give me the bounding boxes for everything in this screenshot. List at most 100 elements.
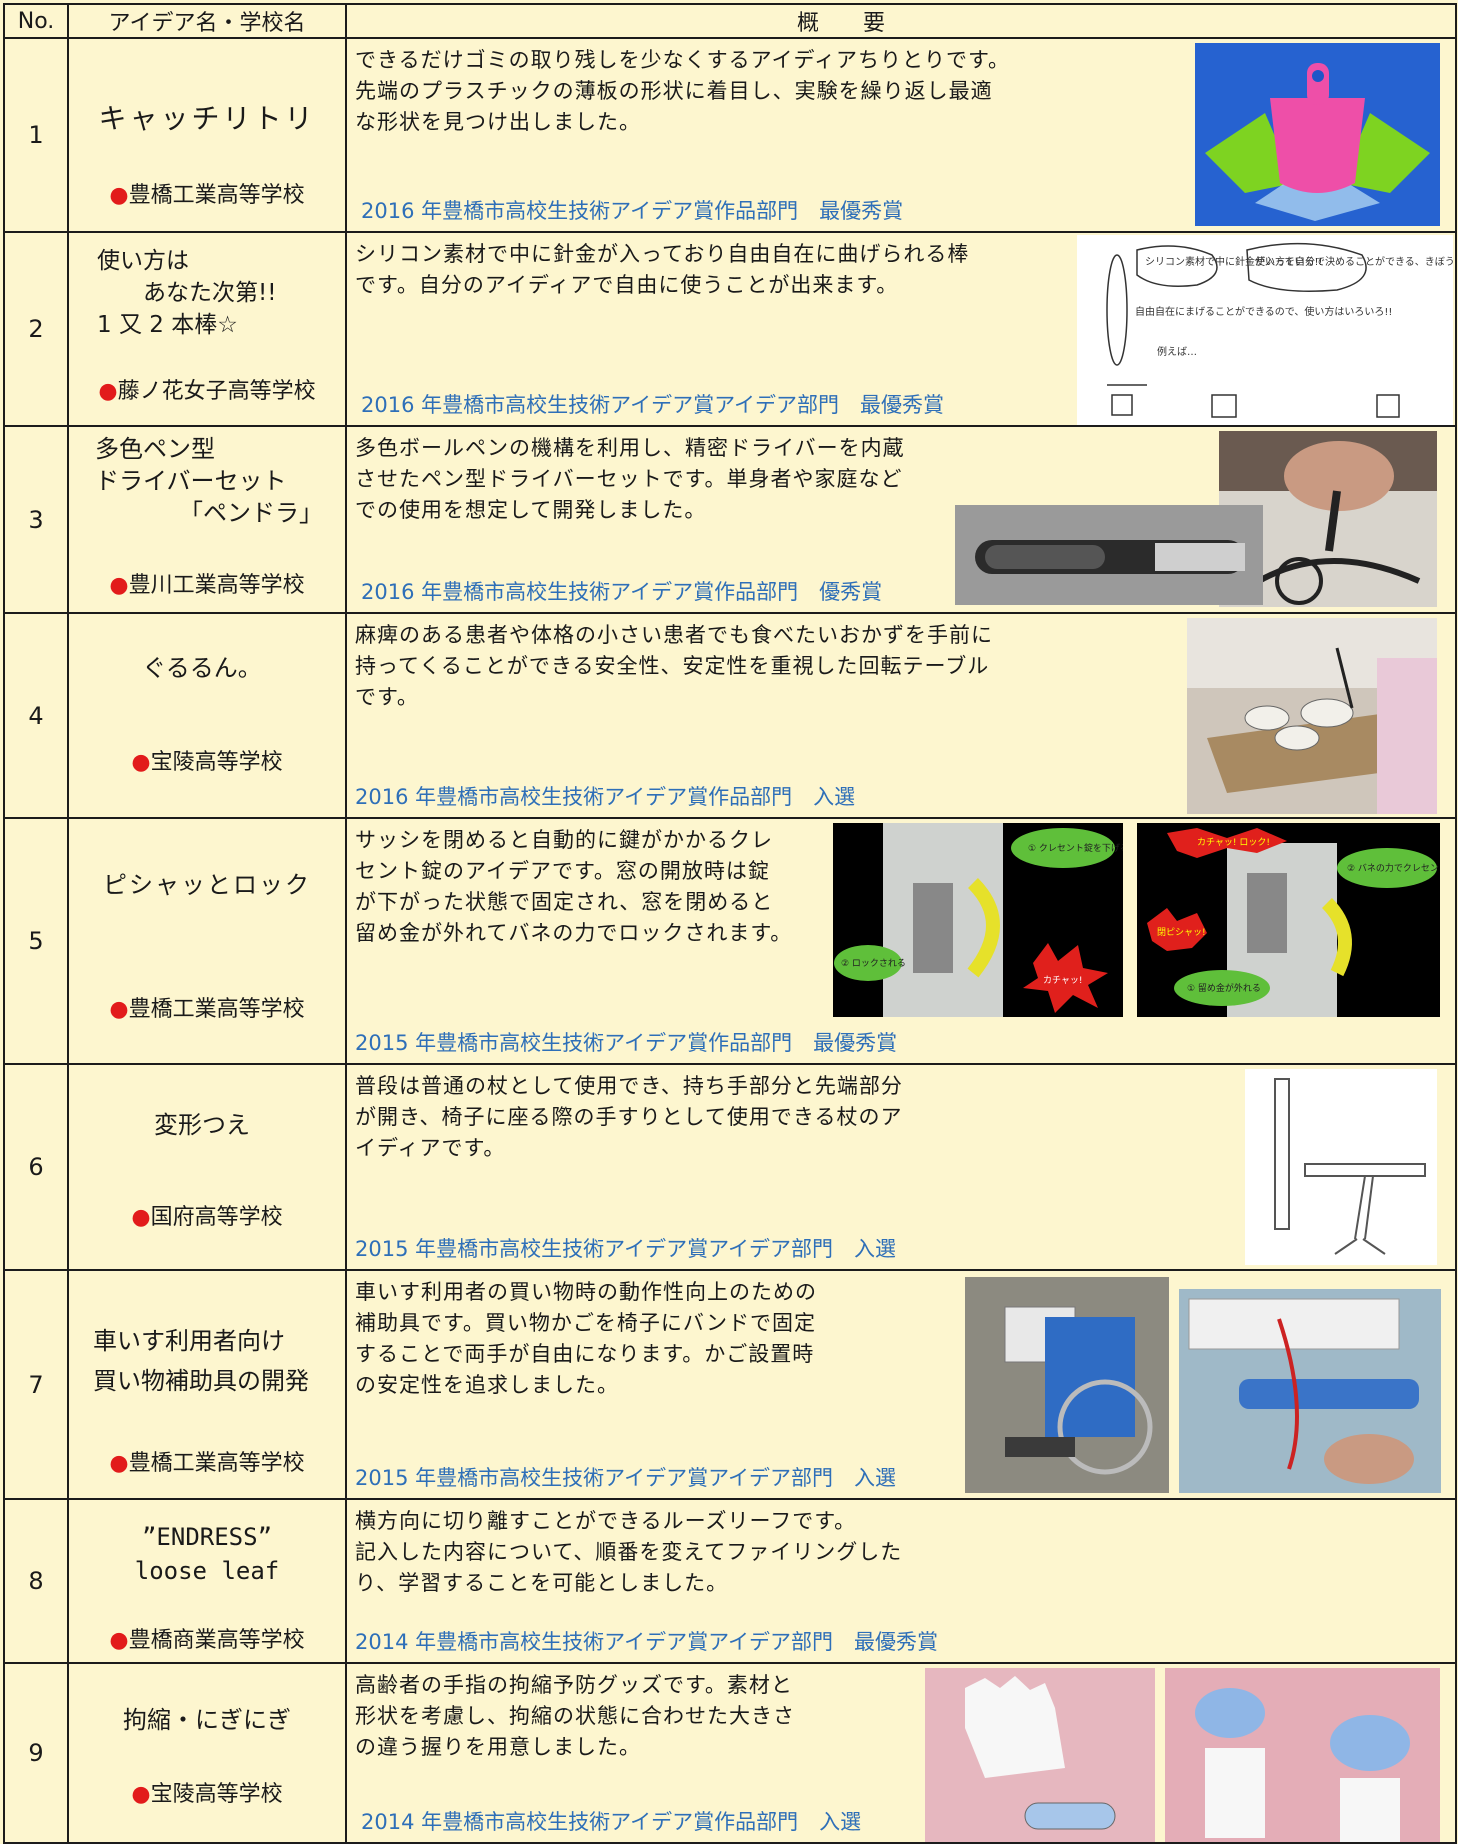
table-row: 7 車いす利用者向け 買い物補助具の開発 ●豊橋工業高等学校 車いす利用者の買い… bbox=[3, 1269, 1457, 1500]
table-row: 2 使い方は あなた次第!! 1 又 2 本棒☆ ●藤ノ花女子高等学校 シリコン… bbox=[3, 231, 1457, 427]
idea-description: シリコン素材で中に針金が入っており自由自在に曲げられる棒 です。自分のアイディア… bbox=[355, 242, 970, 297]
callout-text: ② バネの力でクレセントが上がる bbox=[1347, 862, 1440, 874]
school-name: ●宝陵高等学校 bbox=[131, 1782, 283, 1807]
summary-cell: 高齢者の手指の拘縮予防グッズです。素材と 形状を考慮し、拘縮の状態に合わせた大き… bbox=[345, 1662, 1457, 1844]
callout-text: ① クレセント錠を下げる bbox=[1028, 842, 1123, 854]
idea-name-cell: 使い方は あなた次第!! 1 又 2 本棒☆ ●藤ノ花女子高等学校 bbox=[67, 231, 347, 427]
award-text: 2016 年豊橋市高校生技術アイデア賞作品部門 最優秀賞 bbox=[361, 199, 904, 223]
table-row: 1 キャッチリトリ ●豊橋工業高等学校 できるだけゴミの取り残しを少なくするアイ… bbox=[3, 37, 1457, 233]
table-row: 9 拘縮・にぎにぎ ●宝陵高等学校 高齢者の手指の拘縮予防グッズです。素材と 形… bbox=[3, 1662, 1457, 1844]
award-text: 2014 年豊橋市高校生技術アイデア賞アイデア部門 最優秀賞 bbox=[355, 1630, 939, 1654]
school-name: ●国府高等学校 bbox=[131, 1205, 283, 1230]
idea-title: キャッチリトリ bbox=[98, 102, 316, 135]
sketch-note: 例えば… bbox=[1157, 345, 1197, 358]
award-text: 2016 年豊橋市高校生技術アイデア賞アイデア部門 最優秀賞 bbox=[361, 393, 945, 417]
idea-title: 拘縮・にぎにぎ bbox=[123, 1706, 291, 1734]
award-text: 2015 年豊橋市高校生技術アイデア賞作品部門 最優秀賞 bbox=[355, 1031, 898, 1055]
idea-description: サッシを閉めると自動的に鍵がかかるクレ セント錠のアイデアです。窓の開放時は錠 … bbox=[355, 828, 793, 945]
table-row: 5 ピシャッとロック ●豊橋工業高等学校 サッシを閉めると自動的に鍵がかかるクレ… bbox=[3, 817, 1457, 1065]
idea-name-cell: ぐるるん。 ●宝陵高等学校 bbox=[67, 612, 347, 819]
award-text: 2015 年豊橋市高校生技術アイデア賞アイデア部門 入選 bbox=[355, 1466, 897, 1490]
idea-name-cell: 変形つえ ●国府高等学校 bbox=[67, 1063, 347, 1271]
idea-title: 変形つえ bbox=[154, 1111, 250, 1139]
idea-description: 車いす利用者の買い物時の動作性向上のための 補助具です。買い物かごを椅子にバンド… bbox=[355, 1280, 817, 1397]
callout-text: ② ロックされる bbox=[841, 958, 906, 969]
award-text: 2016 年豊橋市高校生技術アイデア賞作品部門 入選 bbox=[355, 785, 856, 809]
cane-sketch bbox=[1245, 1069, 1437, 1265]
table-row: 8 ”ENDRESS” loose leaf ●豊橋商業高等学校 横方向に切り離… bbox=[3, 1498, 1457, 1664]
idea-description: 普段は普通の杖として使用でき、持ち手部分と先端部分 が開き、椅子に座る際の手すり… bbox=[355, 1074, 903, 1160]
rotating-table-photo bbox=[1187, 618, 1437, 814]
table-row: 4 ぐるるん。 ●宝陵高等学校 麻痺のある患者や体格の小さい患者でも食べたいおか… bbox=[3, 612, 1457, 819]
callout-text: カチャッ! bbox=[1043, 975, 1083, 986]
callout-text: カチャッ! ロック! bbox=[1197, 837, 1270, 848]
idea-name-cell: 多色ペン型 ドライバーセット 「ペンドラ」 ●豊川工業高等学校 bbox=[67, 425, 347, 614]
idea-title: ぐるるん。 bbox=[142, 654, 262, 682]
table-row: 3 多色ペン型 ドライバーセット 「ペンドラ」 ●豊川工業高等学校 多色ボールペ… bbox=[3, 425, 1457, 614]
glove-photo bbox=[925, 1668, 1155, 1841]
idea-name-cell: 拘縮・にぎにぎ ●宝陵高等学校 bbox=[67, 1662, 347, 1844]
school-name: ●豊川工業高等学校 bbox=[109, 573, 305, 598]
award-text: 2014 年豊橋市高校生技術アイデア賞作品部門 入選 bbox=[361, 1810, 862, 1834]
row-number: 4 bbox=[3, 612, 69, 819]
idea-name-cell: 車いす利用者向け 買い物補助具の開発 ●豊橋工業高等学校 bbox=[67, 1269, 347, 1500]
row-number: 5 bbox=[3, 817, 69, 1065]
sketch-note: シリコン素材で中に針金が入っている!! bbox=[1145, 255, 1323, 268]
row-number: 9 bbox=[3, 1662, 69, 1844]
row-number: 8 bbox=[3, 1498, 69, 1664]
idea-title: ピシャッとロック bbox=[103, 871, 311, 899]
summary-cell: 車いす利用者の買い物時の動作性向上のための 補助具です。買い物かごを椅子にバンド… bbox=[345, 1269, 1457, 1500]
summary-cell: 横方向に切り離すことができるルーズリーフです。 記入した内容について、順番を変え… bbox=[345, 1498, 1457, 1664]
school-marker: ● bbox=[109, 183, 129, 208]
basket-mount-photo bbox=[1179, 1289, 1441, 1493]
summary-cell: できるだけゴミの取り残しを少なくするアイディアちりとりです。 先端のプラスチック… bbox=[345, 37, 1457, 233]
idea-title: 多色ペン型 ドライバーセット 「ペンドラ」 bbox=[95, 435, 323, 527]
school-name: ●豊橋工業高等学校 bbox=[109, 1451, 305, 1476]
callout-text: ① 留め金が外れる bbox=[1187, 982, 1261, 994]
table-row: 6 変形つえ ●国府高等学校 普段は普通の杖として使用でき、持ち手部分と先端部分… bbox=[3, 1063, 1457, 1271]
row-number: 1 bbox=[3, 37, 69, 233]
summary-cell: 麻痺のある患者や体格の小さい患者でも食べたいおかずを手前に 持ってくることができ… bbox=[345, 612, 1457, 819]
row-number: 7 bbox=[3, 1269, 69, 1500]
stick-sketch: シリコン素材で中に針金が入っている!! 使い方を自分で決めることができる、きぼう… bbox=[1077, 235, 1453, 424]
row-number: 3 bbox=[3, 425, 69, 614]
summary-cell: サッシを閉めると自動的に鍵がかかるクレ セント錠のアイデアです。窓の開放時は錠 … bbox=[345, 817, 1457, 1065]
pen-driver-photo bbox=[955, 505, 1263, 605]
school-name: ●豊橋工業高等学校 bbox=[109, 997, 305, 1022]
idea-name-cell: ”ENDRESS” loose leaf ●豊橋商業高等学校 bbox=[67, 1498, 347, 1664]
school-name: ●豊橋商業高等学校 bbox=[109, 1628, 305, 1653]
header-summary: 概 要 bbox=[345, 3, 1457, 39]
grip-photo bbox=[1165, 1668, 1440, 1841]
idea-description: 高齢者の手指の拘縮予防グッズです。素材と 形状を考慮し、拘縮の状態に合わせた大き… bbox=[355, 1673, 795, 1759]
row-number: 2 bbox=[3, 231, 69, 427]
idea-name-cell: ピシャッとロック ●豊橋工業高等学校 bbox=[67, 817, 347, 1065]
header-row: No. アイデア名・学校名 概 要 bbox=[3, 3, 1457, 39]
idea-description: できるだけゴミの取り残しを少なくするアイディアちりとりです。 先端のプラスチック… bbox=[355, 48, 1010, 134]
idea-title: ”ENDRESS” loose leaf bbox=[134, 1523, 280, 1585]
callout-text: 閉ピシャッ! bbox=[1157, 927, 1206, 938]
idea-title: 使い方は あなた次第!! 1 又 2 本棒☆ bbox=[97, 248, 277, 338]
school-name: ●豊橋工業高等学校 bbox=[109, 183, 305, 208]
award-text: 2015 年豊橋市高校生技術アイデア賞アイデア部門 入選 bbox=[355, 1237, 897, 1261]
sketch-note: 自由自在にまげることができるので、使い方はいろいろ!! bbox=[1135, 305, 1392, 318]
idea-name-cell: キャッチリトリ ●豊橋工業高等学校 bbox=[67, 37, 347, 233]
lock-closed-diagram: カチャッ! ロック! ② バネの力でクレセントが上がる 閉ピシャッ! ① 留め金… bbox=[1137, 823, 1440, 1017]
idea-award-table: No. アイデア名・学校名 概 要 1 キャッチリトリ ●豊橋工業高等学校 でき… bbox=[3, 3, 1457, 1844]
idea-description: 横方向に切り離すことができるルーズリーフです。 記入した内容について、順番を変え… bbox=[355, 1509, 903, 1595]
row-number: 6 bbox=[3, 1063, 69, 1271]
idea-title: 車いす利用者向け 買い物補助具の開発 bbox=[93, 1327, 309, 1395]
award-text: 2016 年豊橋市高校生技術アイデア賞作品部門 優秀賞 bbox=[361, 580, 883, 604]
dustpan-photo bbox=[1195, 43, 1440, 226]
summary-cell: 普段は普通の杖として使用でき、持ち手部分と先端部分 が開き、椅子に座る際の手すり… bbox=[345, 1063, 1457, 1271]
wheelchair-basket-photo bbox=[965, 1277, 1169, 1493]
idea-description: 多色ボールペンの機構を利用し、精密ドライバーを内蔵 させたペン型ドライバーセット… bbox=[355, 436, 905, 522]
idea-description: 麻痺のある患者や体格の小さい患者でも食べたいおかずを手前に 持ってくることができ… bbox=[355, 623, 993, 709]
summary-cell: 多色ボールペンの機構を利用し、精密ドライバーを内蔵 させたペン型ドライバーセット… bbox=[345, 425, 1457, 614]
summary-cell: シリコン素材で中に針金が入っており自由自在に曲げられる棒 です。自分のアイディア… bbox=[345, 231, 1457, 427]
header-name: アイデア名・学校名 bbox=[67, 3, 347, 39]
school-name: ●宝陵高等学校 bbox=[131, 750, 283, 775]
school-name: ●藤ノ花女子高等学校 bbox=[98, 379, 316, 404]
sketch-note: 使い方を自分で決めることができる、きぼうの棒!! bbox=[1255, 255, 1453, 268]
header-no: No. bbox=[3, 3, 69, 39]
lock-open-diagram: ① クレセント錠を下げる ② ロックされる カチャッ! bbox=[833, 823, 1123, 1017]
